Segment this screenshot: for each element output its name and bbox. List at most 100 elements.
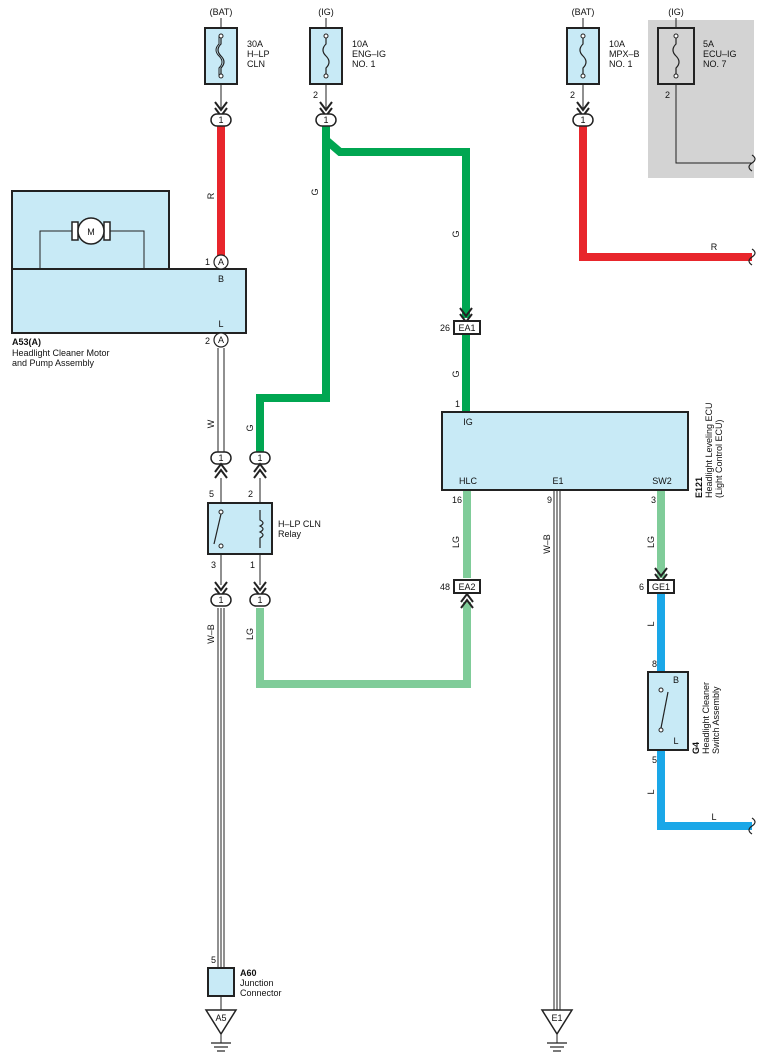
inline-connector-fuse3: 1 <box>572 101 594 127</box>
svg-text:EA1: EA1 <box>458 323 475 333</box>
junction-id: A60 <box>240 968 257 978</box>
wire-label-g-4: G <box>245 424 255 431</box>
ground-a5: A5 <box>204 1009 238 1052</box>
ecu-id: E121 <box>694 477 704 498</box>
relay-pin-3: 3 <box>211 560 216 570</box>
fuse-rating: 5A <box>703 39 714 49</box>
wire-lg-relay <box>256 602 471 688</box>
ecu-pin-sw2: 3 <box>651 495 656 505</box>
wire-end-ecuig <box>748 154 756 172</box>
fuse-icon <box>217 36 225 76</box>
junction-connector: 5 A60 Junction Connector <box>207 955 282 998</box>
fuse-pin: 2 <box>313 90 318 100</box>
wire-end-l <box>748 817 756 835</box>
motor-icon <box>77 217 105 245</box>
ea1-pin: 26 <box>440 323 450 333</box>
connector-ea1: EA1 26 <box>440 307 481 335</box>
motor-id: A53(A) <box>12 337 41 347</box>
switch-id: G4 <box>691 742 701 754</box>
switch-pin-l: 5 <box>652 755 657 765</box>
wire-end-r <box>748 248 756 266</box>
ea2-pin: 48 <box>440 582 450 592</box>
relay-conn-top-left: 1 <box>210 451 232 479</box>
relay-pin-1: 1 <box>250 560 255 570</box>
motor-conn-a-2: A <box>218 335 224 345</box>
ground-e1: E1 <box>540 1009 574 1052</box>
ecu-terminal-e1: E1 <box>552 476 563 486</box>
wire-label-l-1: L <box>646 621 656 626</box>
wire-label-lg-1: LG <box>451 536 461 548</box>
fuse-rating: 10A <box>352 39 368 49</box>
wire-g-main <box>322 126 470 318</box>
ecu: 1 IG HLC E1 SW2 16 9 3 E121 Headlight Le… <box>441 399 724 505</box>
fuse-icon <box>322 36 330 76</box>
motor-name1: Headlight Cleaner Motor <box>12 348 110 358</box>
wire-label-lg-3: LG <box>245 628 255 640</box>
wire-label-g-2: G <box>451 230 461 237</box>
fuse-pin: 2 <box>665 90 670 100</box>
wire-ecuig <box>675 88 752 164</box>
fuse-source: (BAT) <box>572 7 595 17</box>
switch-terminal-b: B <box>673 675 679 685</box>
fuse-name1: H–LP <box>247 49 270 59</box>
fuse-name1: ENG–IG <box>352 49 386 59</box>
ecu-terminal-ig: IG <box>463 417 473 427</box>
wire-l-out <box>657 750 752 830</box>
fuse-name1: MPX–B <box>609 49 640 59</box>
relay-name1: H–LP CLN <box>278 519 321 529</box>
motor-name2: and Pump Assembly <box>12 358 95 368</box>
fuse-name2: NO. 1 <box>352 59 376 69</box>
fuse-name1: ECU–IG <box>703 49 737 59</box>
fuse-icon <box>672 36 680 76</box>
connector-ge1: GE1 6 <box>639 567 675 594</box>
fuse-source: (IG) <box>318 7 334 17</box>
wire-label-g-1: G <box>310 188 320 195</box>
switch-terminal-l: L <box>673 736 678 746</box>
motor-pin-b: 1 <box>205 257 210 267</box>
fuse-name2: NO. 1 <box>609 59 633 69</box>
fuse-name2: NO. 7 <box>703 59 727 69</box>
wire-r-mpxb <box>579 126 752 261</box>
relay: 1 1 1 1 5 2 3 <box>207 451 321 607</box>
wire-label-wb-1: W–B <box>542 534 552 554</box>
fuse-rating: 30A <box>247 39 263 49</box>
motor-conn-a-1: A <box>218 257 224 267</box>
svg-text:1: 1 <box>218 595 223 605</box>
ecu-terminal-hlc: HLC <box>459 476 478 486</box>
ground-a5-label: A5 <box>215 1013 226 1023</box>
switch-name2: Switch Assembly <box>711 686 721 754</box>
svg-text:EA2: EA2 <box>458 582 475 592</box>
wire-label-wb-2: W–B <box>206 624 216 644</box>
wire-label-l-3: L <box>711 812 716 822</box>
relay-coil-icon <box>258 510 264 548</box>
motor-terminal-l: L <box>218 319 223 329</box>
fuse-pin: 2 <box>570 90 575 100</box>
ecu-pin-hlc: 16 <box>452 495 462 505</box>
ge1-pin: 6 <box>639 582 644 592</box>
relay-conn-top-right: 1 <box>249 451 271 479</box>
ecu-terminal-sw2: SW2 <box>652 476 672 486</box>
fuse-eng-ig: (IG) 2 10A ENG–IG NO. 1 <box>309 7 386 108</box>
inline-connector-fuse2: 1 <box>315 101 337 127</box>
inline-connector-fuse1: 1 <box>210 101 232 127</box>
motor-terminal-b: B <box>218 274 224 284</box>
wire-label-r-2: R <box>711 242 718 252</box>
relay-name2: Relay <box>278 529 302 539</box>
connector-ea2: EA2 48 <box>440 579 481 609</box>
junction-name2: Connector <box>240 988 282 998</box>
svg-text:1: 1 <box>323 115 328 125</box>
wire-label-w: W <box>206 419 216 428</box>
svg-text:1: 1 <box>218 453 223 463</box>
switch-pin-b: 8 <box>652 659 657 669</box>
fuse-hlp-cln: (BAT) 30A H–LP CLN <box>204 7 270 108</box>
motor-assembly: M B L A 1 A 2 A53(A) Headlight Cleaner M… <box>11 190 247 368</box>
wire-label-l-2: L <box>646 789 656 794</box>
switch-assembly: B L 8 5 G4 Headlight Cleaner Switch Asse… <box>647 659 721 765</box>
ecu-name1: Headlight Leveling ECU <box>704 402 714 498</box>
fuse-source: (BAT) <box>210 7 233 17</box>
fuse-icon <box>579 36 587 76</box>
relay-conn-bot-right: 1 <box>249 581 271 607</box>
ecu-pin-e1: 9 <box>547 495 552 505</box>
relay-pin-5: 5 <box>209 489 214 499</box>
